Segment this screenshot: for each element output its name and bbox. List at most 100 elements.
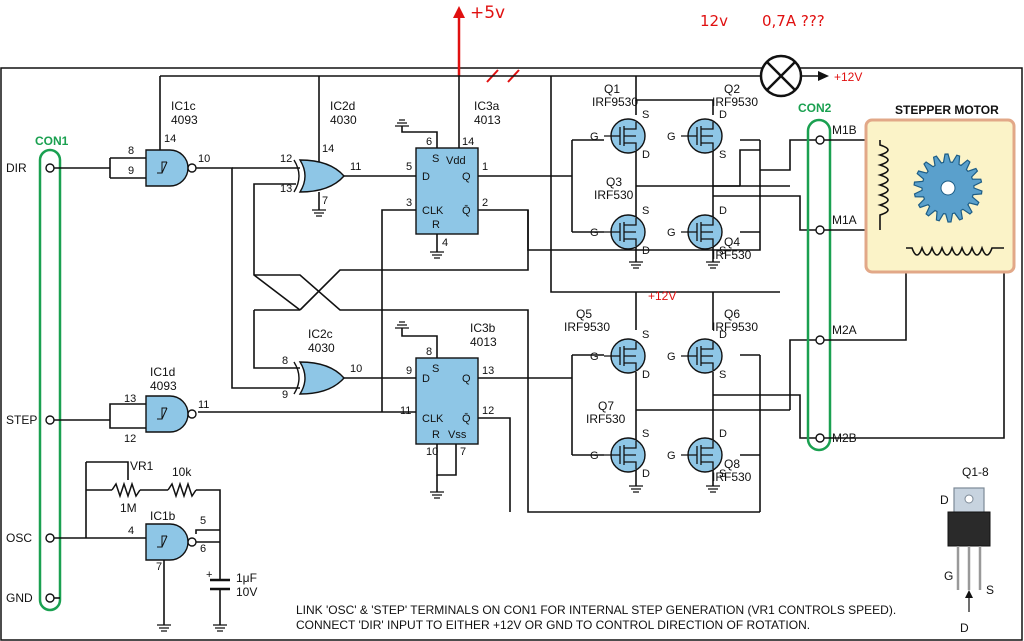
ic2d-pin13: 13: [280, 183, 292, 195]
note-line-1: LINK 'OSC' & 'STEP' TERMINALS ON CON1 FO…: [296, 603, 896, 617]
mosfet-name: Q2: [724, 82, 740, 96]
ic2d-pin11: 11: [350, 161, 361, 173]
svg-text:10: 10: [426, 446, 438, 458]
ic1b-pin7: 7: [156, 561, 162, 573]
svg-text:G: G: [944, 569, 953, 583]
mosfet-bottom-pin-label: S: [719, 468, 726, 480]
svg-text:7: 7: [460, 446, 466, 458]
ic3a-part: 4013: [474, 113, 501, 127]
mosfet-part: IRF9530: [592, 95, 638, 109]
ic2d-pin7: 7: [322, 195, 328, 207]
rotor-gear-icon: [913, 153, 983, 223]
svg-text:Vss: Vss: [448, 429, 467, 441]
mosfet-top-pin-label: S: [642, 109, 649, 121]
ic2c-name: IC2c: [308, 327, 333, 341]
mosfet-bottom-pin-label: S: [719, 369, 726, 381]
mosfet-name: Q5: [576, 307, 592, 321]
mosfet-gate-label: G: [590, 351, 599, 363]
mosfet-leads: [604, 218, 637, 246]
stepper-motor: STEPPER MOTOR: [864, 103, 1016, 274]
mosfet-bottom-pin-label: S: [719, 149, 726, 161]
mosfet-name: Q8: [724, 457, 740, 471]
ic3a-flipflop: IC3a 4013 D CLK S R Vdd Q Q̄ 5 3 1 2 6 1…: [299, 99, 572, 412]
svg-text:S: S: [432, 363, 439, 375]
svg-text:12: 12: [482, 405, 494, 417]
mosfet-gate-label: G: [667, 450, 676, 462]
resistor-value: 10k: [172, 465, 192, 479]
vr1-label: VR1: [130, 459, 154, 473]
mosfet-part: IRF530: [712, 248, 752, 262]
con2: CON2 M1B M1A M2A M2B: [798, 101, 1005, 452]
svg-text:Vdd: Vdd: [446, 155, 466, 167]
ic1b-pin4: 4: [128, 525, 134, 537]
gear-hub: [940, 180, 956, 196]
plus12v-mid-label: +12V: [648, 289, 676, 303]
mosfet-gate-label: G: [667, 227, 676, 239]
ic3b-part: 4013: [470, 335, 497, 349]
lamp-symbol: [759, 54, 803, 98]
svg-text:D: D: [422, 373, 430, 385]
mosfet-gate-label: G: [590, 227, 599, 239]
svg-text:R: R: [432, 429, 440, 441]
ic1d-gate: IC1d 4093 13 12 11: [54, 365, 209, 445]
cap-voltage: 10V: [236, 585, 257, 599]
con2-m2b-terminal: [815, 433, 825, 443]
mosfet-name: Q4: [724, 235, 740, 249]
svg-text:Q: Q: [462, 373, 471, 385]
crossover-wires: [253, 274, 760, 513]
ic1c-part: 4093: [171, 113, 198, 127]
coil-1: [877, 140, 889, 230]
lamp-voltage-label: 12v: [700, 12, 728, 30]
con1-step-terminal: [45, 415, 55, 425]
svg-text:S: S: [432, 153, 439, 165]
mosfet-group: GSDQ1IRF9530GDSQ2IRF9530GSDQ3IRF530GDSQ4…: [564, 82, 758, 484]
lamp-current-label: 0,7A ???: [762, 12, 825, 30]
plus5v-label: +5v: [470, 3, 505, 23]
ic2d-name: IC2d: [330, 99, 355, 113]
con1-dir-label: DIR: [6, 161, 27, 175]
con1-osc-label: OSC: [6, 531, 32, 545]
mosfet-name: Q6: [724, 307, 740, 321]
mosfet-top-pin-label: S: [642, 329, 649, 341]
mosfet-leads: [681, 122, 714, 150]
svg-text:Q: Q: [462, 171, 471, 183]
ic3a-name: IC3a: [474, 99, 500, 113]
ic1c-pin9: 9: [128, 165, 134, 177]
svg-text:1: 1: [482, 161, 488, 173]
mosfet-gate-label: G: [590, 131, 599, 143]
ic3b-name: IC3b: [470, 321, 496, 335]
ic2d-part: 4030: [330, 113, 357, 127]
ic1b-pin6: 6: [200, 543, 206, 555]
mosfet-part: IRF530: [594, 188, 634, 202]
ic1d-pin13: 13: [124, 393, 136, 405]
svg-text:2: 2: [482, 197, 488, 209]
mosfet-top-pin-label: D: [719, 109, 727, 121]
ic1c-pin10: 10: [198, 153, 210, 165]
svg-text:Q̄: Q̄: [462, 204, 471, 217]
mosfet-name: Q7: [598, 399, 614, 413]
mosfet-bottom-pin-label: S: [719, 245, 726, 257]
con1-body: [38, 148, 62, 612]
mosfet-leads: [604, 122, 637, 150]
ic1c-name: IC1c: [171, 99, 196, 113]
ic1c-pin14: 14: [164, 133, 176, 145]
con2-m2a-terminal: [815, 335, 825, 345]
ic1c-pin8: 8: [128, 145, 134, 157]
svg-text:5: 5: [406, 161, 412, 173]
mosfet-part: IRF530: [712, 470, 752, 484]
top-rail: +12V: [159, 70, 862, 293]
con1-gnd-terminal: [45, 593, 55, 603]
ic3a-body: [415, 147, 479, 235]
con2-label: CON2: [798, 101, 832, 115]
mosfet-package: Q1-8 D G S D: [940, 465, 994, 635]
mosfet-part: IRF9530: [712, 320, 758, 334]
mosfet-gate-label: G: [667, 131, 676, 143]
ic2c-pin8: 8: [282, 355, 288, 367]
mosfet-bottom-pin-label: D: [642, 468, 650, 480]
svg-text:9: 9: [406, 365, 412, 377]
package-title: Q1-8: [962, 465, 989, 479]
